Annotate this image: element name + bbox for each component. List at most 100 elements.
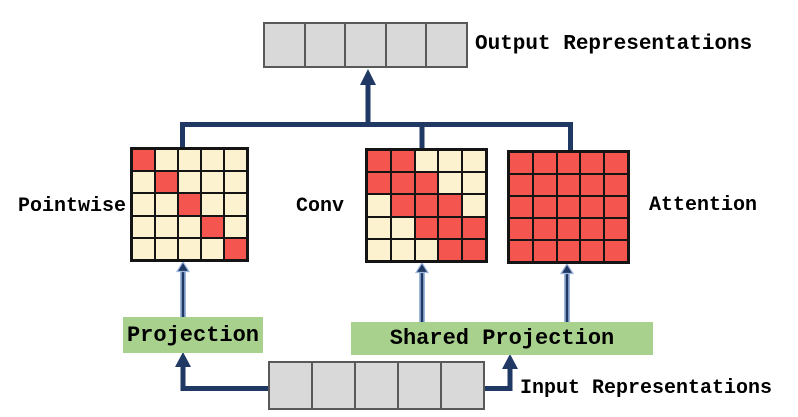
matrix-cell	[224, 149, 247, 172]
matrix-cell	[390, 216, 415, 239]
pointwise-matrix	[130, 147, 249, 262]
matrix-cell	[155, 237, 178, 260]
matrix-cell	[580, 174, 605, 196]
thin-arrow-halos	[180, 270, 570, 322]
output-representations-label: Output Representations	[475, 33, 753, 56]
input-to-projection-line	[180, 364, 268, 391]
thin-arrow-cores	[181, 269, 569, 322]
matrix-cell	[390, 150, 415, 173]
matrix-cell	[178, 215, 201, 238]
matrix-cell	[201, 237, 224, 260]
matrix-cell	[532, 240, 557, 262]
shared-projection-box-label: Shared Projection	[389, 326, 615, 351]
matrix-cell	[178, 193, 201, 216]
attention-arrowhead-icon	[559, 262, 575, 275]
matrix-cell	[556, 196, 581, 218]
matrix-cell	[390, 238, 415, 261]
matrix-cell	[556, 152, 581, 174]
matrix-cell	[580, 240, 605, 262]
matrix-cell	[509, 174, 533, 196]
input-representations-label: Input Representations	[520, 377, 773, 400]
matrix-cell	[224, 193, 247, 216]
matrix-cell	[201, 149, 224, 172]
matrix-cell	[556, 174, 581, 196]
matrix-cell	[367, 172, 391, 195]
token-cell	[270, 363, 313, 408]
pointwise-arrowhead-icon	[175, 260, 191, 273]
matrix-cell	[509, 240, 533, 262]
matrix-cell	[178, 149, 201, 172]
matrix-cell	[414, 150, 439, 173]
matrix-cell	[224, 237, 247, 260]
matrix-cell	[532, 152, 557, 174]
matrix-cell	[532, 218, 557, 240]
matrix-cell	[462, 172, 486, 195]
input-representations-row	[268, 361, 485, 410]
matrix-cell	[532, 196, 557, 218]
matrix-cell	[414, 172, 439, 195]
pointwise-label: Pointwise	[17, 195, 127, 218]
matrix-cell	[509, 196, 533, 218]
matrix-cell	[367, 216, 391, 239]
matrix-cell	[604, 152, 628, 174]
output-arrowhead-icon	[360, 69, 376, 85]
token-cell	[313, 363, 356, 408]
token-cell	[427, 24, 466, 66]
matrix-cell	[132, 149, 155, 172]
conv-matrix	[365, 148, 488, 263]
matrix-cell	[438, 194, 463, 217]
matrix-cell	[438, 150, 463, 173]
matrix-cell	[224, 171, 247, 194]
matrix-cell	[132, 237, 155, 260]
matrix-cell	[556, 240, 581, 262]
matrix-cell	[178, 171, 201, 194]
matrix-cell	[132, 193, 155, 216]
matrix-cell	[367, 238, 391, 261]
matrix-cell	[155, 193, 178, 216]
matrix-cell	[155, 215, 178, 238]
matrix-cell	[414, 216, 439, 239]
matrix-cell	[580, 196, 605, 218]
matrix-cell	[604, 196, 628, 218]
matrix-cell	[367, 150, 391, 173]
conv-arrowhead-icon	[414, 261, 430, 274]
matrix-cell	[462, 238, 486, 261]
token-cell	[442, 363, 483, 408]
matrix-cell	[462, 216, 486, 239]
shared-projection-box: Shared Projection	[351, 322, 653, 355]
matrix-cell	[604, 174, 628, 196]
output-representations-row	[263, 22, 468, 68]
matrix-cell	[201, 171, 224, 194]
shared-projection-arrowhead-icon	[502, 354, 518, 369]
matrix-cell	[155, 171, 178, 194]
matrix-cell	[604, 218, 628, 240]
matrix-cell	[580, 218, 605, 240]
matrix-cell	[580, 152, 605, 174]
matrix-cell	[414, 194, 439, 217]
matrix-cell	[132, 215, 155, 238]
matrix-cell	[556, 218, 581, 240]
matrix-cell	[462, 150, 486, 173]
matrix-cell	[462, 194, 486, 217]
projection-box-label: Projection	[126, 322, 260, 348]
matrix-cell	[132, 171, 155, 194]
matrix-cell	[438, 172, 463, 195]
input-to-shared-projection-line	[485, 366, 513, 391]
matrix-cell	[201, 215, 224, 238]
projection-arrowhead-icon	[175, 352, 191, 367]
matrix-cell	[178, 237, 201, 260]
token-cell	[386, 24, 428, 66]
matrix-cell	[509, 218, 533, 240]
matrix-cell	[438, 238, 463, 261]
matrix-cell	[438, 216, 463, 239]
matrix-cell	[155, 149, 178, 172]
matrix-cell	[509, 152, 533, 174]
token-cell	[346, 24, 387, 66]
matrix-cell	[224, 215, 247, 238]
matrix-cell	[390, 172, 415, 195]
token-cell	[356, 363, 399, 408]
matrix-cell	[532, 174, 557, 196]
matrix-cell	[390, 194, 415, 217]
token-cell	[305, 24, 347, 66]
